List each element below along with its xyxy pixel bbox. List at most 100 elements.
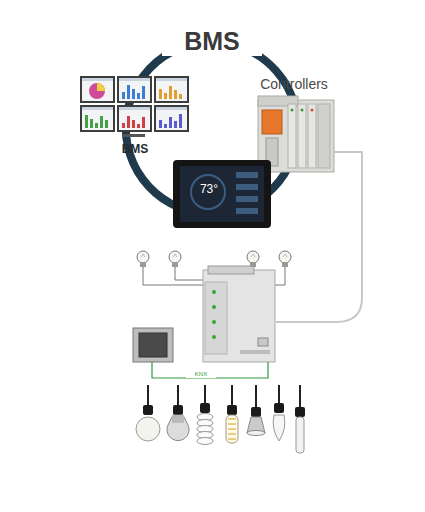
controller-device <box>258 96 334 172</box>
knx-line <box>152 362 268 378</box>
light-bulb <box>147 385 149 405</box>
light-bulb <box>273 415 285 441</box>
monitor-wall <box>164 124 167 128</box>
monitor-wall <box>156 107 187 130</box>
lamp-symbol <box>279 251 291 263</box>
monitor-wall <box>164 93 167 99</box>
lamp-symbol <box>251 254 255 257</box>
touch-panel <box>173 160 271 228</box>
lamp-symbol <box>283 254 287 257</box>
monitor-wall <box>142 117 145 128</box>
monitor-wall <box>80 76 189 137</box>
monitor-wall <box>137 93 140 99</box>
controller-device <box>291 109 294 112</box>
bms-monitor-node: BMS <box>78 70 192 160</box>
wall-switch <box>133 328 173 362</box>
monitor-wall <box>123 134 145 137</box>
node-label: Controllers <box>244 76 344 92</box>
knx-actuator <box>212 290 216 294</box>
monitor-wall <box>97 83 105 91</box>
touch-panel <box>191 175 225 209</box>
monitor-wall <box>82 107 113 110</box>
monitor-wall <box>174 90 177 99</box>
monitor-wall <box>159 120 162 128</box>
monitor-wall <box>80 105 115 132</box>
lamp-symbol <box>247 251 259 263</box>
bus-cable <box>276 152 362 322</box>
light-bulb <box>228 429 236 430</box>
lamp-symbol <box>140 262 146 267</box>
light-bulb <box>227 405 237 415</box>
light-bulb <box>299 385 301 407</box>
knx-actuator <box>258 338 268 346</box>
monitor-wall <box>80 76 115 103</box>
controller-device <box>311 109 314 112</box>
monitor-wall <box>89 83 105 99</box>
light-bulb <box>200 403 210 413</box>
monitor-wall <box>142 86 145 99</box>
wall-switch <box>139 333 167 357</box>
lamp-symbol <box>282 262 288 267</box>
light-bulb <box>247 431 265 436</box>
bus-cable <box>276 152 362 322</box>
light-bulb <box>255 385 257 407</box>
monitor-wall <box>159 89 162 99</box>
lamp-symbol <box>172 262 178 267</box>
monitor-wall <box>179 94 182 99</box>
light-bulb <box>204 385 206 403</box>
monitor-wall <box>132 120 135 128</box>
monitor-wall <box>154 105 189 132</box>
monitor-wall <box>156 78 187 101</box>
light-bulb <box>226 415 238 443</box>
touch-panel <box>180 166 264 222</box>
controller-node: Controllers <box>244 76 344 176</box>
touch-panel <box>236 208 258 214</box>
monitor-wall <box>122 123 125 128</box>
diagram-title: BMS <box>162 26 262 56</box>
light-bulb <box>173 405 183 415</box>
monitor-wall <box>100 116 103 128</box>
knx-actuator <box>203 270 275 362</box>
touch-panel <box>173 160 271 228</box>
bus-label: KNX <box>186 371 216 378</box>
monitor-wall <box>122 92 125 99</box>
node-label: BMS <box>78 142 192 156</box>
controller-device <box>262 110 282 134</box>
light-bulb <box>167 415 189 441</box>
monitor-wall <box>156 78 187 81</box>
monitor-wall <box>137 124 140 128</box>
monitor-wall <box>119 107 150 110</box>
light-bulb <box>197 438 213 445</box>
light-bulb <box>228 434 236 435</box>
wall-switch <box>133 328 173 362</box>
light-bulb <box>172 415 184 423</box>
light-bulb <box>136 417 160 441</box>
monitor-wall <box>119 78 150 81</box>
lamp-symbol <box>141 254 145 257</box>
knx-actuator <box>203 266 275 362</box>
monitor-wall <box>105 120 108 128</box>
monitor-wall <box>179 114 182 128</box>
temperature-readout: 73° <box>193 183 225 196</box>
controller-device <box>318 104 330 168</box>
monitor-wall <box>117 76 152 103</box>
lamp-symbol <box>169 251 181 263</box>
light-bulb <box>251 407 261 417</box>
monitor-wall <box>90 119 93 128</box>
monitor-wall <box>156 107 187 110</box>
monitor-wall <box>127 116 130 128</box>
knx-actuator <box>240 350 270 354</box>
light-bulb <box>228 439 236 440</box>
knx-actuator <box>212 305 216 309</box>
monitor-wall <box>169 117 172 128</box>
light-bulb <box>231 385 233 405</box>
monitor-wall <box>82 107 113 130</box>
monitor-wall <box>117 105 152 132</box>
monitor-wall <box>132 89 135 99</box>
light-bulb <box>228 419 236 420</box>
light-bulb <box>228 424 236 425</box>
light-bulb <box>143 405 153 415</box>
knx-actuator <box>205 282 227 354</box>
